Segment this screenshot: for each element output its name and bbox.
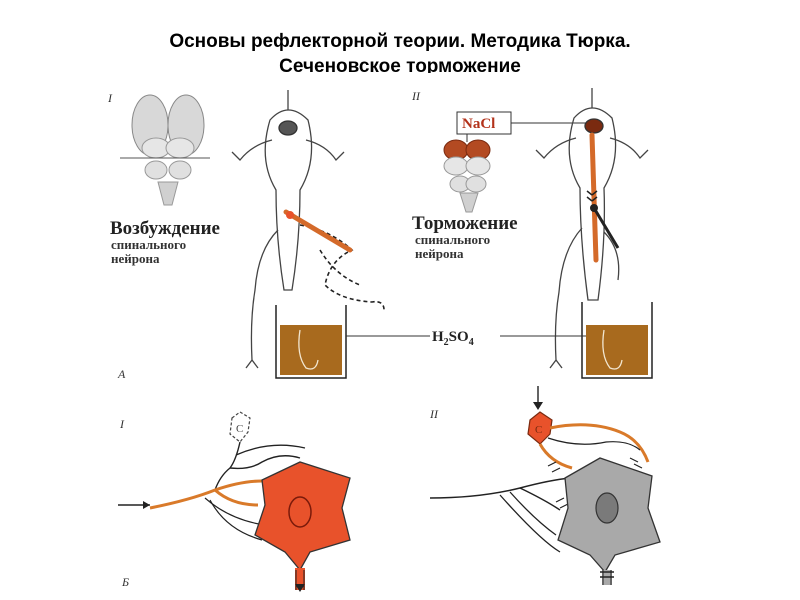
left-caption-line2: спинального [111, 237, 186, 252]
spinal-node-left [286, 211, 294, 219]
left-caption-main: Возбуждение [110, 218, 220, 239]
beaker-right [581, 302, 653, 379]
acid-so: SO [449, 329, 469, 345]
beaker-left [275, 305, 347, 379]
spinal-cord-right [589, 132, 599, 263]
acid-h: H [432, 329, 444, 345]
frog-right [535, 88, 649, 369]
spinal-cord-left [283, 209, 353, 253]
panel-label-a: А [117, 367, 126, 381]
right-caption-line2: спинального [415, 232, 490, 247]
roman-label-left-bottom: I [119, 417, 125, 431]
brain-illustration-left [120, 94, 210, 206]
neuron-nucleus-excited [288, 496, 312, 528]
brain-illustration-right [443, 139, 491, 213]
frog-left [231, 90, 345, 369]
right-caption-main: Торможение [412, 213, 518, 234]
neuron-body-excited [254, 461, 351, 572]
neuron-excitation: C [118, 411, 351, 592]
center-cell-dashed [229, 411, 251, 443]
inhibition-marks [586, 190, 598, 202]
inhibitory-cell [527, 411, 553, 445]
reflex-leg-dashed-inner [319, 249, 361, 286]
nacl-label: NaCl [462, 116, 495, 132]
panel-label-b: Б [121, 575, 129, 589]
neuron-inhibition: C [429, 386, 661, 585]
neuron-nucleus-inhibited [595, 492, 619, 524]
acid-label: H2SO4 [432, 329, 474, 348]
reflex-leg-dashed [299, 224, 385, 313]
electrode-right [592, 207, 620, 249]
roman-label-left-top: I [107, 91, 113, 105]
center-cell-letter: C [236, 423, 243, 435]
slide-title-line2: Сеченовское торможение [279, 56, 521, 73]
acid-o-sub: 4 [469, 337, 474, 348]
slide-title-line1: Основы рефлекторной теории. Методика Тюр… [169, 31, 631, 52]
roman-label-right-bottom: II [429, 407, 439, 421]
electrode-tip-right [590, 204, 598, 212]
acid-h-sub: 2 [444, 337, 449, 348]
right-caption-line3: нейрона [415, 246, 464, 261]
roman-label-right-top: II [411, 89, 421, 103]
left-caption-line3: нейрона [111, 251, 160, 266]
inhibitory-cell-letter: C [535, 424, 542, 436]
